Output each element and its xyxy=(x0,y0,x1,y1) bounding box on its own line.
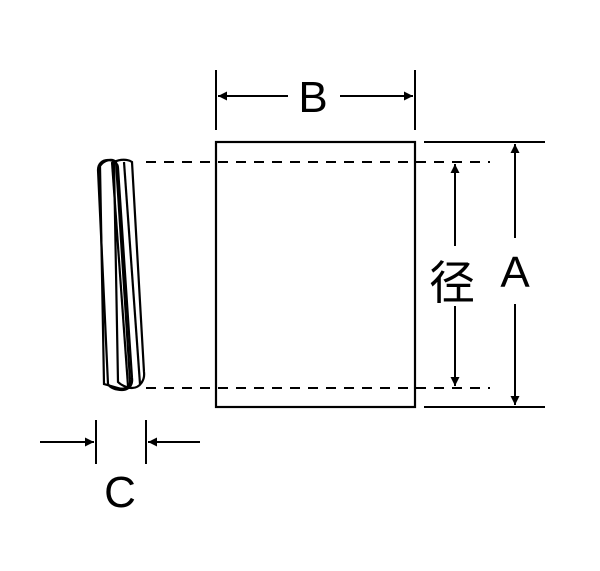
diameter-label: 径 xyxy=(429,257,475,309)
dimension-b-label: B xyxy=(298,73,327,122)
extension-lines-a xyxy=(424,141,545,408)
extension-lines-c xyxy=(95,420,147,464)
dimension-a-label: A xyxy=(500,248,530,297)
dimension-c-label: C xyxy=(104,468,136,517)
projection-dashed-lines xyxy=(146,161,490,389)
coil-ring xyxy=(96,158,146,392)
extension-lines-b xyxy=(215,70,416,130)
pipe-body xyxy=(214,140,417,409)
